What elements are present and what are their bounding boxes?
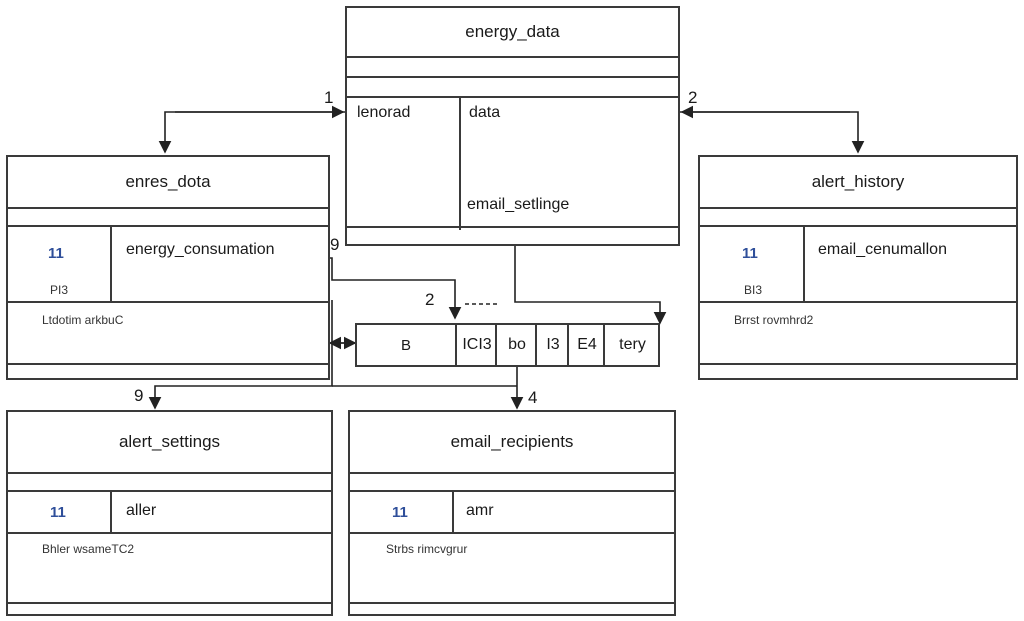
table-enres-data[interactable]: enres_dota 11 PI3 energy_consumation Ltd… [6, 155, 330, 380]
table-title: alert_history [700, 157, 1016, 209]
table-band [700, 363, 1016, 365]
field-name: amr [466, 502, 494, 519]
relation-label: 1 [324, 88, 334, 107]
table-band [8, 209, 328, 227]
relation-label: 2 [425, 290, 435, 309]
relation-label: 9 [134, 386, 144, 405]
table-energy-data[interactable]: energy_data lenorad data email_setlinge [345, 6, 680, 246]
table-alert-history[interactable]: alert_history 11 BI3 email_cenumallon Br… [698, 155, 1018, 380]
table-title: email_recipients [350, 412, 674, 474]
relation-line-3 [514, 246, 667, 325]
key-label: PI3 [50, 283, 69, 297]
key-icon: 11 [742, 245, 758, 262]
field-name: energy_consumation [126, 241, 275, 258]
field-name: email_cenumallon [818, 241, 947, 258]
column-divider [452, 492, 454, 532]
relation-line-6 [148, 300, 333, 410]
table-row: 11 amr [350, 492, 674, 534]
note-text: Bhler wsameTC2 [42, 542, 135, 556]
column-name: lenorad [357, 104, 411, 121]
relation-line-2 [680, 111, 865, 154]
table-band [347, 58, 678, 78]
table-row: 11 PI3 energy_consumation [8, 227, 328, 303]
table-title: enres_dota [8, 157, 328, 209]
junction-cell: tery [603, 325, 660, 365]
relation-label: 9 [330, 235, 340, 254]
relation-label: 4 [528, 388, 538, 407]
table-band [350, 602, 674, 604]
column-name: data [469, 104, 501, 121]
table-row: 11 aller [8, 492, 331, 534]
key-icon: 11 [392, 504, 408, 521]
table-band [8, 474, 331, 492]
table-band [8, 602, 331, 604]
table-email-recipients[interactable]: email_recipients 11 amr Strbs rimcvgrur [348, 410, 676, 616]
junction-cell: B [400, 336, 411, 354]
relation-line-4 [330, 257, 462, 320]
junction-table[interactable]: B ICI3 bo I3 E4 tery [355, 323, 660, 367]
column-divider [110, 227, 112, 301]
key-icon: 11 [48, 245, 64, 262]
relation-line-1 [158, 111, 345, 154]
junction-cell: I3 [535, 325, 569, 365]
table-title: energy_data [347, 8, 678, 58]
relation-label: 2 [688, 88, 698, 107]
column-divider [803, 227, 805, 301]
note-text: Ltdotim arkbuC [42, 313, 124, 327]
table-band [8, 363, 328, 365]
junction-cell: ICI3 [455, 325, 497, 365]
table-title: alert_settings [8, 412, 331, 474]
key-icon: 11 [50, 504, 66, 521]
column-divider [110, 492, 112, 532]
table-row: 11 BI3 email_cenumallon [700, 227, 1016, 303]
table-alert-settings[interactable]: alert_settings 11 aller Bhler wsameTC2 [6, 410, 333, 616]
table-band [347, 78, 678, 98]
junction-cell: E4 [567, 325, 605, 365]
table-band [347, 226, 678, 228]
note-text: Brrst rovmhrd2 [734, 313, 814, 327]
key-label: BI3 [744, 283, 763, 297]
field-name: aller [126, 502, 157, 519]
junction-cell: bo [495, 325, 537, 365]
table-band [350, 474, 674, 492]
field-name: email_setlinge [467, 196, 570, 213]
note-text: Strbs rimcvgrur [386, 542, 468, 556]
table-band [700, 209, 1016, 227]
column-divider [459, 98, 461, 230]
